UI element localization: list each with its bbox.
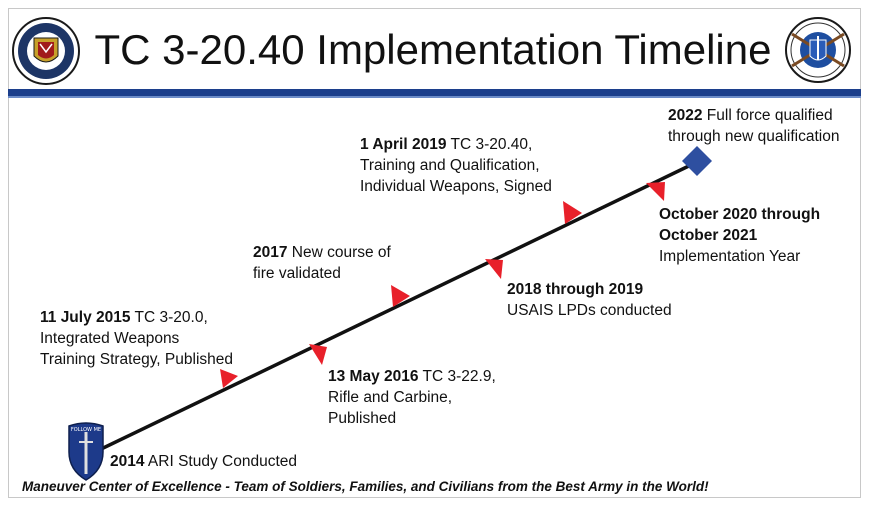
footer-motto: Maneuver Center of Excellence - Team of … [22,479,709,494]
milestone-2015-label: 11 July 2015 TC 3-20.0, Integrated Weapo… [40,309,233,368]
milestone-2014-label: 2014 ARI Study Conducted [110,453,297,470]
header-rule [8,89,861,96]
slide-title: TC 3-20.40 Implementation Timeline [94,26,772,73]
infantry-school-shield-icon: FOLLOW ME [68,422,104,481]
slide-frame [8,8,861,498]
milestone-2019-label: 1 April 2019 TC 3-20.40, Training and Qu… [360,136,552,195]
maneuver-center-fort-benning-seal-icon [12,17,80,85]
milestone-2022-label: 2022 Full force qualified through new qu… [668,107,840,145]
milestone-2020-label: October 2020 through October 2021 Implem… [659,206,821,265]
marker-2016 [309,344,327,365]
header-rule-accent [8,96,861,98]
marker-2015 [220,369,238,388]
marker-2018 [485,259,503,279]
milestone-2018-label: 2018 through 2019 USAIS LPDs conducted [507,281,672,319]
svg-text:FOLLOW ME: FOLLOW ME [71,427,101,433]
marker-2019 [563,201,582,224]
marker-2017 [391,285,410,307]
us-army-infantry-school-seal-icon [785,17,851,83]
milestone-2017-label: 2017 New course of fire validated [253,244,391,282]
marker-2020 [646,182,665,201]
timeline-markers [220,182,665,388]
milestone-2016-label: 13 May 2016 TC 3-22.9, Rifle and Carbine… [328,368,496,427]
end-diamond-marker [682,146,712,176]
timeline-line [96,161,696,453]
